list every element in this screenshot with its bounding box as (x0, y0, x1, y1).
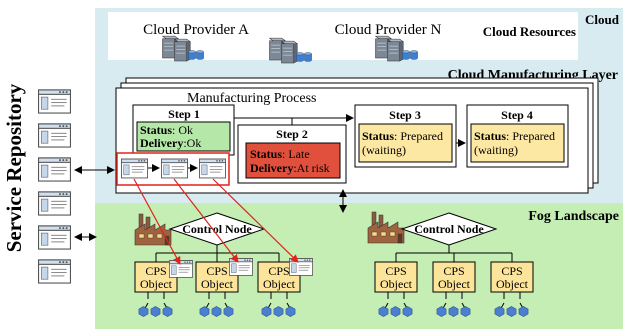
step-1: Step 1 Status: Ok Delivery:Ok (132, 104, 235, 156)
cps-object-right-1: CPS Object (374, 261, 418, 293)
step-2-status: Status: Late (250, 147, 310, 161)
sensor-icon (261, 306, 272, 317)
deployed-service-3-icon (289, 258, 313, 276)
sensor-icon (436, 306, 447, 317)
cps-object-right-2-label-2: Object (438, 277, 471, 291)
cloud-provider-a-label: Cloud Provider A (143, 22, 249, 38)
step-1-delivery: Delivery:Ok (140, 136, 201, 150)
sensor-icon (199, 306, 210, 317)
step-2-delivery: Delivery:At risk (250, 161, 330, 175)
step-1-status-box (136, 121, 231, 152)
deploy-arrow-1 (133, 178, 181, 265)
control-node-left-label: Control Node (182, 222, 252, 236)
repository-service-4-icon (38, 191, 71, 216)
sensors-right (378, 292, 529, 317)
step-1-title: Step 1 (168, 107, 200, 121)
control-node-right-label: Control Node (414, 222, 484, 236)
sensor-icon (402, 306, 413, 317)
sensor-icon (518, 306, 529, 317)
cloud-resources-label: Cloud Resources (483, 24, 576, 39)
cps-object-right-3-label-2: Object (496, 277, 529, 291)
cloud-provider-n-label: Cloud Provider N (335, 22, 442, 38)
repository-service-3-icon (38, 157, 71, 182)
cps-object-left-2-label-2: Object (201, 277, 234, 291)
sensor-icon (506, 306, 517, 317)
sensors-left (138, 292, 296, 317)
cps-object-left-1-label-1: CPS (145, 264, 166, 278)
repository-service-1-icon (38, 89, 71, 114)
deploy-arrow-2 (173, 178, 239, 263)
cloud-label: Cloud (585, 12, 620, 27)
sensor-icon (285, 306, 296, 317)
cps-object-right-2-label-1: CPS (443, 264, 464, 278)
sensor-icon (150, 306, 161, 317)
step-4-status-box (470, 123, 565, 163)
cps-object-left-1-label-2: Object (140, 277, 173, 291)
step-4: Step 4 Status: Prepared (waiting) (466, 104, 569, 168)
service-instance-1-icon (121, 158, 148, 179)
repository-service-2-icon (38, 123, 71, 148)
cps-object-left-2-label-1: CPS (206, 264, 227, 278)
step-4-status: Status: Prepared (474, 129, 555, 143)
cps-object-left-3-label-2: Object (263, 277, 296, 291)
deployed-service-1-icon (169, 260, 193, 278)
fog-landscape-label: Fog Landscape (528, 209, 619, 224)
service-instance-2-icon (161, 158, 188, 179)
deploy-arrow-3 (212, 178, 299, 263)
sensor-icon (494, 306, 505, 317)
sensor-icon (223, 306, 234, 317)
deployed-service-2-icon (229, 258, 253, 276)
step-4-title: Step 4 (501, 108, 533, 122)
step-2-title: Step 2 (276, 127, 308, 141)
sensor-icon (138, 306, 149, 317)
step-3-title: Step 3 (389, 108, 421, 122)
sensor-icon (273, 306, 284, 317)
step-2-status-box (245, 142, 341, 179)
cps-object-right-1-label-2: Object (380, 277, 413, 291)
sensor-icon (162, 306, 173, 317)
cps-object-right-3-label-1: CPS (501, 264, 522, 278)
sensor-icon (460, 306, 471, 317)
service-instance-3-icon (199, 158, 226, 179)
repository-service-6-icon (38, 259, 71, 284)
service-repository-list (38, 89, 71, 284)
cps-object-right-3: CPS Object (490, 261, 534, 293)
repository-service-5-icon (38, 225, 71, 250)
service-repository-label: Service Repository (2, 83, 26, 252)
sensor-icon (378, 306, 389, 317)
sensor-icon (390, 306, 401, 317)
step-2: Step 2 Status: Late Delivery:At risk (237, 124, 347, 184)
step-3-status-line2: (waiting) (362, 143, 406, 157)
cps-object-left-3-label-1: CPS (268, 264, 289, 278)
step-1-status: Status: Ok (140, 123, 193, 137)
manufacturing-process-title: Manufacturing Process (187, 91, 316, 106)
sensor-icon (448, 306, 459, 317)
step-3-status-box (358, 123, 453, 163)
cps-object-right-2: CPS Object (432, 261, 476, 293)
sensor-icon (211, 306, 222, 317)
step-3: Step 3 Status: Prepared (waiting) (354, 104, 457, 168)
step-3-status: Status: Prepared (362, 129, 443, 143)
step-4-status-line2: (waiting) (474, 143, 518, 157)
cps-object-right-1-label-1: CPS (385, 264, 406, 278)
